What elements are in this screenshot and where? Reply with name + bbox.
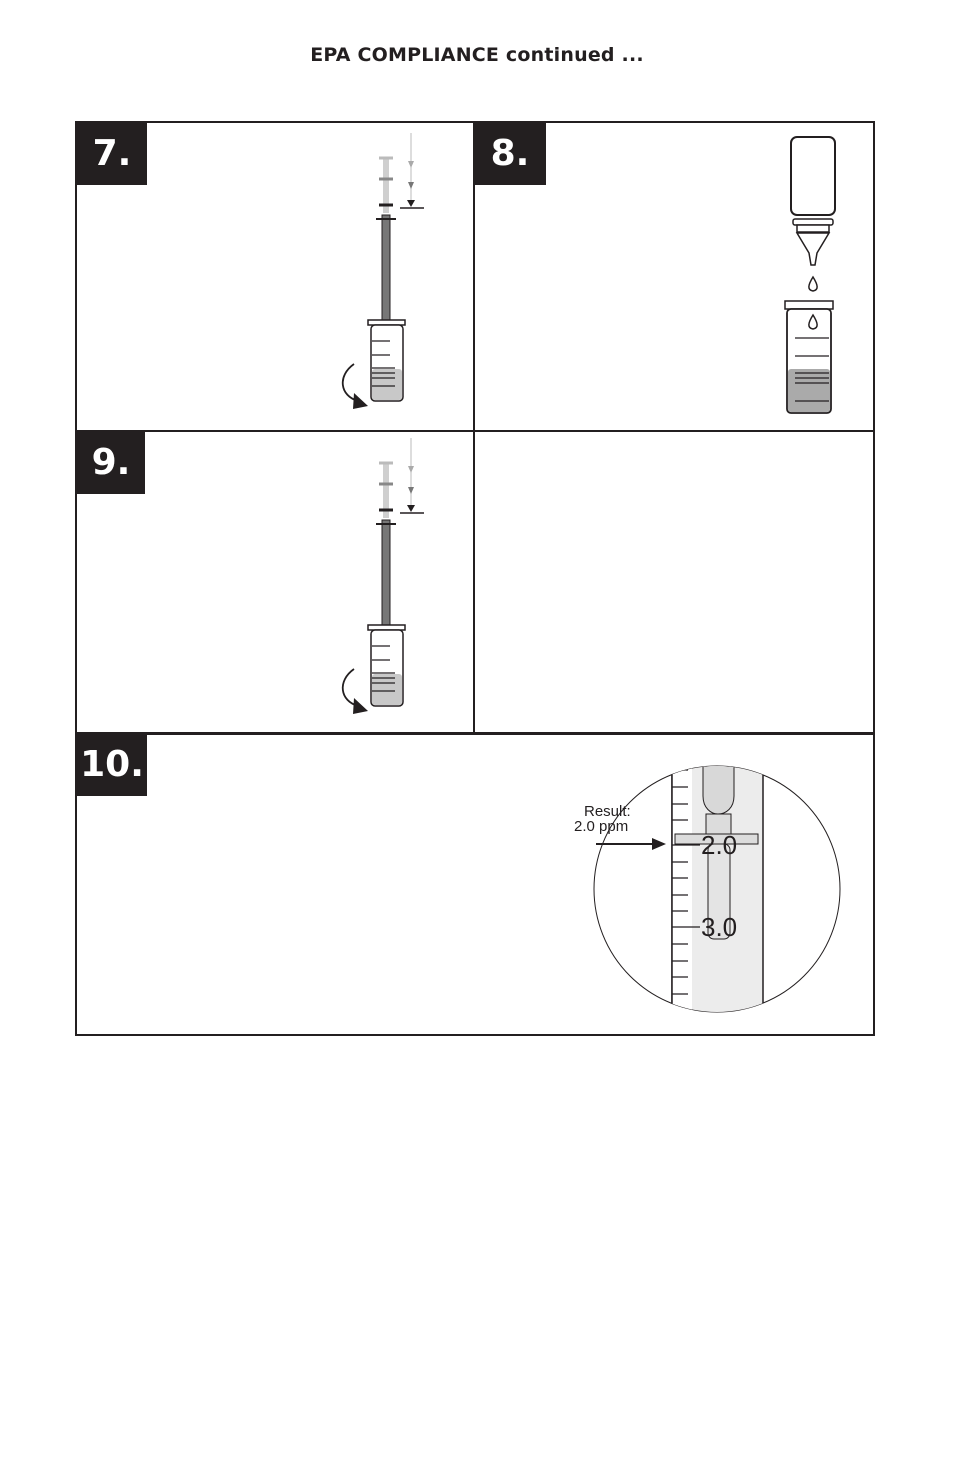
- syringe-in-vial-illustration: [341, 437, 424, 714]
- scale-mark-2-0: 2.0: [701, 830, 737, 860]
- instruction-grid: 7.: [75, 121, 875, 1036]
- result-callout: Result: 2.0 ppm: [572, 804, 672, 864]
- step-8-badge: 8.: [474, 123, 546, 185]
- step-7-panel: 7.: [75, 121, 475, 432]
- titrator-scale-magnified-illustration: 2.0 3.0: [593, 765, 841, 1013]
- scale-mark-3-0: 3.0: [701, 912, 737, 942]
- result-value: 2.0 ppm: [574, 818, 629, 835]
- step-10-panel: 10.: [75, 732, 875, 1036]
- result-label: Result:: [584, 803, 631, 820]
- result-arrow-icon: [596, 838, 666, 850]
- empty-panel: [472, 429, 875, 735]
- reagent-dropper-bottle-illustration: [783, 136, 836, 414]
- step-9-panel: 9.: [75, 429, 475, 735]
- step-8-panel: 8.: [472, 121, 875, 432]
- page-title: EPA COMPLIANCE continued ...: [310, 44, 644, 66]
- step-9-badge: 9.: [77, 431, 145, 494]
- step-10-badge: 10.: [77, 734, 147, 796]
- step-7-badge: 7.: [77, 123, 147, 185]
- syringe-in-vial-illustration: [341, 133, 424, 409]
